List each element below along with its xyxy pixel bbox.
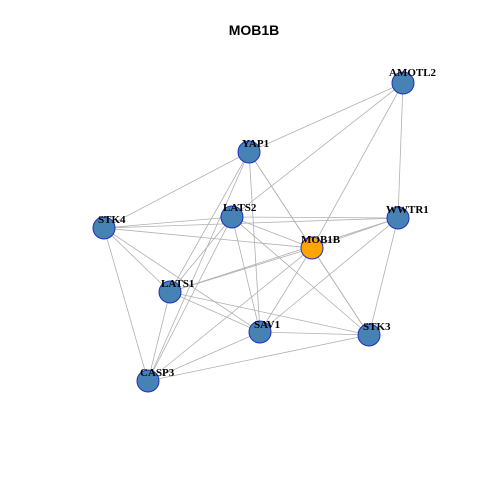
edge-mob1b-lats1 [169, 247, 313, 293]
edge-lats2-mob1b [231, 216, 313, 249]
node-label: LATS2 [223, 202, 257, 214]
edge-wwtr1-sav1 [259, 217, 399, 333]
edge-stk3-casp3 [147, 334, 370, 382]
edge-stk4-sav1 [103, 227, 261, 333]
edge-stk4-wwtr1 [103, 217, 399, 229]
node-label: AMOTL2 [389, 67, 437, 79]
edge-stk4-mob1b [103, 227, 313, 249]
node-mob1b[interactable]: MOB1B [300, 234, 341, 260]
edge-sav1-stk3 [259, 331, 370, 336]
node-circle[interactable] [136, 369, 160, 393]
edge-lats1-sav1 [169, 291, 261, 333]
edge-lats2-lats1 [169, 216, 233, 293]
edge-amotl2-wwtr1 [397, 82, 404, 219]
edge-stk4-casp3 [103, 227, 149, 382]
edge-lats2-sav1 [231, 216, 261, 333]
node-label: WWTR1 [386, 204, 429, 216]
edge-amotl2-yap1 [248, 82, 404, 153]
edge-lats1-stk3 [169, 291, 370, 336]
node-circle[interactable] [386, 206, 410, 230]
edge-wwtr1-lats1 [169, 217, 399, 293]
edge-stk4-lats2 [103, 216, 233, 229]
edge-mob1b-stk3 [311, 247, 370, 336]
node-circle[interactable] [248, 320, 272, 344]
node-label: STK3 [363, 321, 391, 333]
edge-sav1-casp3 [147, 331, 261, 382]
node-circle[interactable] [220, 205, 244, 229]
node-yap1[interactable]: YAP1 [237, 138, 269, 164]
node-label: MOB1B [301, 234, 341, 246]
node-casp3[interactable]: CASP3 [136, 367, 175, 393]
node-circle[interactable] [237, 140, 261, 164]
edge-yap1-casp3 [147, 151, 250, 382]
edge-lats1-casp3 [147, 291, 171, 382]
edge-layer [103, 82, 404, 382]
node-label: YAP1 [242, 138, 269, 150]
node-stk4[interactable]: STK4 [92, 214, 126, 240]
node-label: CASP3 [140, 367, 175, 379]
edge-yap1-sav1 [248, 151, 261, 333]
edge-yap1-lats1 [169, 151, 250, 293]
node-circle[interactable] [391, 71, 415, 95]
edge-yap1-stk4 [103, 151, 250, 229]
node-label: SAV1 [254, 319, 280, 331]
node-amotl2[interactable]: AMOTL2 [389, 67, 437, 95]
node-circle[interactable] [300, 236, 324, 260]
node-label: LATS1 [161, 278, 194, 290]
edge-wwtr1-stk3 [368, 217, 399, 336]
edge-mob1b-sav1 [259, 247, 313, 333]
node-sav1[interactable]: SAV1 [248, 319, 280, 344]
node-circle[interactable] [357, 323, 381, 347]
node-wwtr1[interactable]: WWTR1 [386, 204, 429, 230]
node-circle[interactable] [158, 280, 182, 304]
edge-stk4-lats1 [103, 227, 171, 293]
node-stk3[interactable]: STK3 [357, 321, 391, 347]
node-label: STK4 [98, 214, 126, 226]
edge-mob1b-casp3 [147, 247, 313, 382]
graph-title: MOB1B [229, 22, 280, 38]
edge-amotl2-lats2 [231, 82, 404, 218]
edge-lats2-wwtr1 [231, 216, 399, 219]
node-lats2[interactable]: LATS2 [220, 202, 257, 229]
edge-lats2-casp3 [147, 216, 233, 382]
edge-lats2-stk3 [231, 216, 370, 336]
node-circle[interactable] [92, 216, 116, 240]
node-lats1[interactable]: LATS1 [158, 278, 194, 304]
